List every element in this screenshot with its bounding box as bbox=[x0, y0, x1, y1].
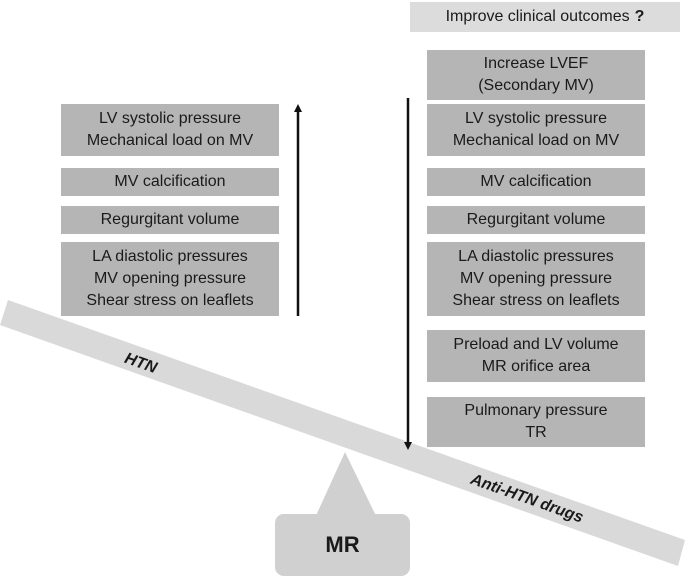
box-line: (Secondary MV) bbox=[478, 77, 594, 94]
box-line: Mechanical load on MV bbox=[452, 132, 620, 149]
box-line: MR orifice area bbox=[481, 358, 591, 375]
left-box-lv-systolic: LV systolic pressure Mechanical load on … bbox=[61, 104, 279, 156]
left-box-la-pressures: LA diastolic pressures MV opening pressu… bbox=[61, 242, 279, 316]
box-line: Shear stress on leaflets bbox=[86, 292, 254, 309]
box-line: Shear stress on leaflets bbox=[452, 292, 620, 309]
right-box-preload: Preload and LV volume MR orifice area bbox=[427, 330, 645, 382]
left-box-mv-calcification: MV calcification bbox=[61, 168, 279, 196]
fulcrum-base bbox=[275, 514, 410, 576]
box-line: MV opening pressure bbox=[93, 270, 247, 287]
box-line: Increase LVEF bbox=[483, 55, 589, 72]
box-line: Preload and LV volume bbox=[453, 336, 619, 353]
right-box-pulmonary-pressure: Pulmonary pressure TR bbox=[427, 397, 645, 447]
fulcrum-triangle bbox=[314, 452, 378, 520]
right-box-la-pressures: LA diastolic pressures MV opening pressu… bbox=[427, 242, 645, 316]
right-box-increase-lvef: Increase LVEF (Secondary MV) bbox=[427, 50, 645, 100]
left-box-regurgitant-volume: Regurgitant volume bbox=[61, 206, 279, 234]
clinical-outcomes-text: Improve clinical outcomes bbox=[445, 8, 630, 25]
clinical-outcomes-box: Improve clinical outcomes ? bbox=[410, 2, 680, 32]
box-line: LA diastolic pressures bbox=[458, 248, 614, 265]
mr-label: MR bbox=[325, 532, 360, 557]
box-line: Pulmonary pressure bbox=[464, 402, 608, 419]
right-box-regurgitant-volume: Regurgitant volume bbox=[427, 206, 645, 234]
seesaw-beam bbox=[0, 300, 685, 566]
box-line: Regurgitant volume bbox=[100, 211, 240, 228]
box-line: Regurgitant volume bbox=[466, 211, 606, 228]
box-line: LV systolic pressure bbox=[465, 110, 607, 127]
question-mark: ? bbox=[634, 8, 645, 25]
box-line: MV opening pressure bbox=[459, 270, 613, 287]
right-box-lv-systolic: LV systolic pressure Mechanical load on … bbox=[427, 104, 645, 156]
box-line: MV calcification bbox=[480, 173, 592, 190]
right-box-mv-calcification: MV calcification bbox=[427, 168, 645, 196]
box-line: MV calcification bbox=[114, 173, 226, 190]
box-line: Mechanical load on MV bbox=[86, 132, 254, 149]
box-line: TR bbox=[525, 424, 547, 441]
box-line: LV systolic pressure bbox=[99, 110, 241, 127]
box-line: LA diastolic pressures bbox=[92, 248, 248, 265]
